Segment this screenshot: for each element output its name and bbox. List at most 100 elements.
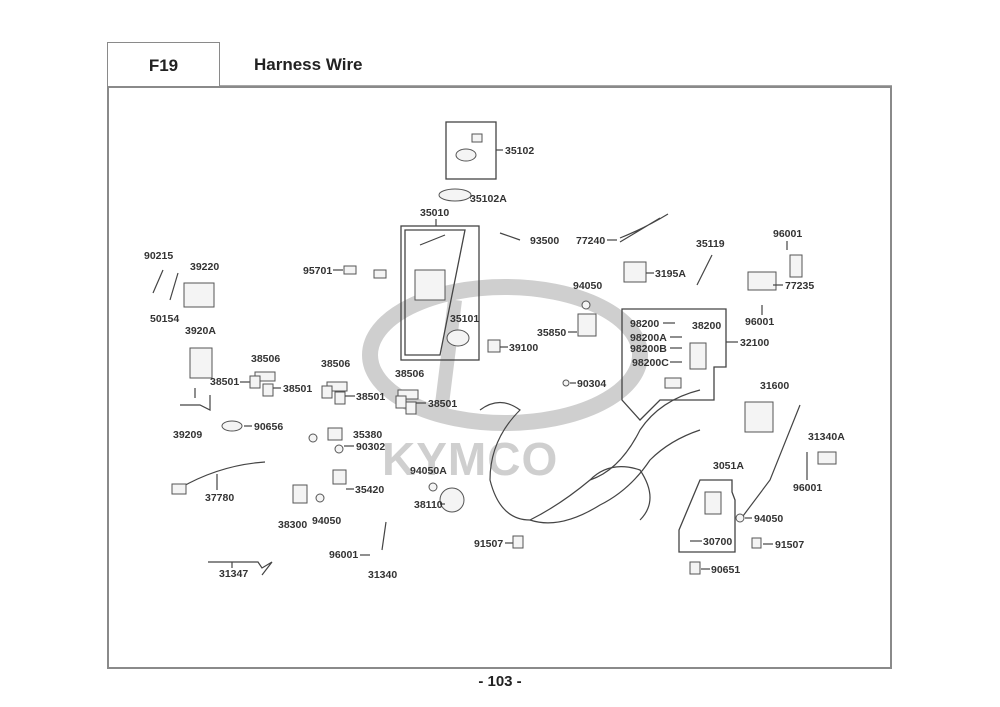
part-31600[interactable]: 31600	[744, 380, 789, 433]
svg-text:39100: 39100	[509, 342, 538, 354]
part-38501-c[interactable]: 38501	[321, 385, 385, 405]
part-94050a[interactable]: 94050A	[410, 465, 447, 492]
svg-text:39220: 39220	[190, 261, 219, 273]
svg-text:39209: 39209	[173, 429, 202, 441]
part-98200a[interactable]: 98200A	[630, 332, 682, 344]
part-93500[interactable]: 93500	[499, 232, 559, 247]
part-39209[interactable]: 39209	[173, 388, 211, 441]
svg-text:30700: 30700	[703, 536, 732, 548]
part-35420[interactable]: 35420	[332, 469, 384, 496]
part-35010[interactable]: 35010	[400, 207, 480, 361]
part-50154[interactable]: 50154	[150, 272, 179, 325]
svg-text:91507: 91507	[775, 539, 804, 551]
svg-text:77235: 77235	[785, 280, 814, 292]
section-code: F19	[107, 42, 220, 88]
part-35102[interactable]: 35102	[445, 121, 534, 180]
part-96001-a[interactable]: 96001	[773, 228, 802, 250]
part-35101[interactable]: 35101	[446, 313, 479, 347]
svg-text:35850: 35850	[537, 327, 566, 339]
part-96001-b[interactable]: 96001	[745, 305, 774, 328]
svg-text:94050: 94050	[573, 280, 602, 292]
svg-text:98200C: 98200C	[632, 357, 669, 369]
part-39100[interactable]: 39100	[487, 339, 538, 354]
svg-text:37780: 37780	[205, 492, 234, 504]
svg-text:35102A: 35102A	[470, 193, 507, 205]
part-38300[interactable]: 38300	[278, 484, 308, 531]
part-95701[interactable]: 95701	[303, 265, 387, 279]
svg-text:38501: 38501	[210, 376, 239, 388]
svg-text:94050A: 94050A	[410, 465, 447, 477]
part-3920a[interactable]: 3920A	[185, 325, 216, 379]
part-94050-b[interactable]: 94050	[735, 513, 783, 525]
part-96001-c[interactable]: 96001	[793, 452, 822, 494]
svg-text:98200: 98200	[630, 318, 659, 330]
svg-text:31600: 31600	[760, 380, 789, 392]
part-77235[interactable]: 77235	[747, 254, 814, 292]
part-38200[interactable]: 38200	[689, 320, 721, 370]
svg-text:35101: 35101	[450, 313, 479, 325]
part-90302[interactable]: 90302	[334, 441, 385, 454]
part-31340a[interactable]: 31340A	[739, 404, 845, 521]
svg-text:98200B: 98200B	[630, 343, 667, 355]
svg-text:38501: 38501	[428, 398, 457, 410]
svg-text:96001: 96001	[793, 482, 822, 494]
svg-text:35420: 35420	[355, 484, 384, 496]
part-98200c[interactable]: 98200C	[632, 357, 682, 369]
part-90215[interactable]: 90215	[144, 250, 173, 294]
part-90656[interactable]: 90656	[221, 420, 283, 433]
part-98200[interactable]: 98200	[630, 318, 675, 330]
watermark-text: KYMCO	[382, 433, 558, 485]
part-3195a[interactable]: 3195A	[623, 261, 686, 283]
part-35850[interactable]: 35850	[537, 313, 597, 339]
part-35102a[interactable]: 35102A	[438, 188, 507, 205]
part-38110[interactable]: 38110	[414, 487, 465, 513]
part-38501-b[interactable]: 38501	[262, 383, 312, 397]
part-91507-a[interactable]: 91507	[751, 537, 804, 551]
part-38506-c[interactable]: 38506	[395, 368, 424, 400]
part-3051a[interactable]: 3051A	[678, 460, 744, 553]
part-96001-d[interactable]: 96001	[329, 549, 370, 561]
svg-text:96001: 96001	[329, 549, 358, 561]
svg-text:31340A: 31340A	[808, 431, 845, 443]
svg-text:90304: 90304	[577, 378, 606, 390]
part-77240[interactable]: 77240	[576, 213, 669, 247]
svg-text:35010: 35010	[420, 207, 449, 219]
part-91507-b[interactable]: 91507	[474, 535, 524, 550]
svg-text:94050: 94050	[312, 515, 341, 527]
svg-text:38110: 38110	[414, 499, 443, 511]
svg-text:35102: 35102	[505, 145, 534, 157]
svg-text:94050: 94050	[754, 513, 783, 525]
part-35380[interactable]: 35380	[308, 427, 382, 443]
part-94050-a[interactable]: 94050	[573, 280, 602, 310]
svg-text:32100: 32100	[740, 337, 769, 349]
part-31347[interactable]: 31347	[208, 561, 273, 580]
part-31340[interactable]: 31340	[368, 521, 397, 581]
svg-text:95701: 95701	[303, 265, 332, 277]
part-90304[interactable]: 90304	[562, 378, 606, 390]
page-number: - 103 -	[478, 673, 522, 690]
svg-text:3051A: 3051A	[713, 460, 744, 472]
part-38501-a[interactable]: 38501	[210, 375, 261, 389]
part-32100[interactable]: 32100	[621, 308, 769, 421]
part-98200b[interactable]: 98200B	[630, 343, 682, 355]
svg-text:77240: 77240	[576, 235, 605, 247]
svg-text:35380: 35380	[353, 429, 382, 441]
part-94050-c[interactable]: 94050	[312, 493, 341, 527]
part-39220[interactable]: 39220	[183, 261, 219, 308]
svg-text:93500: 93500	[530, 235, 559, 247]
svg-text:38501: 38501	[356, 391, 385, 403]
svg-text:50154: 50154	[150, 313, 179, 325]
svg-text:38506: 38506	[251, 353, 280, 365]
svg-text:31340: 31340	[368, 569, 397, 581]
part-30700[interactable]: 30700	[690, 536, 732, 548]
part-90651[interactable]: 90651	[689, 561, 740, 576]
part-35119[interactable]: 35119	[696, 238, 725, 286]
svg-text:90215: 90215	[144, 250, 173, 262]
svg-text:90656: 90656	[254, 421, 283, 433]
part-38501-d[interactable]: 38501	[395, 395, 457, 415]
part-37780[interactable]: 37780	[171, 461, 266, 504]
svg-text:38501: 38501	[283, 383, 312, 395]
svg-text:38506: 38506	[321, 358, 350, 370]
svg-text:3195A: 3195A	[655, 268, 686, 280]
